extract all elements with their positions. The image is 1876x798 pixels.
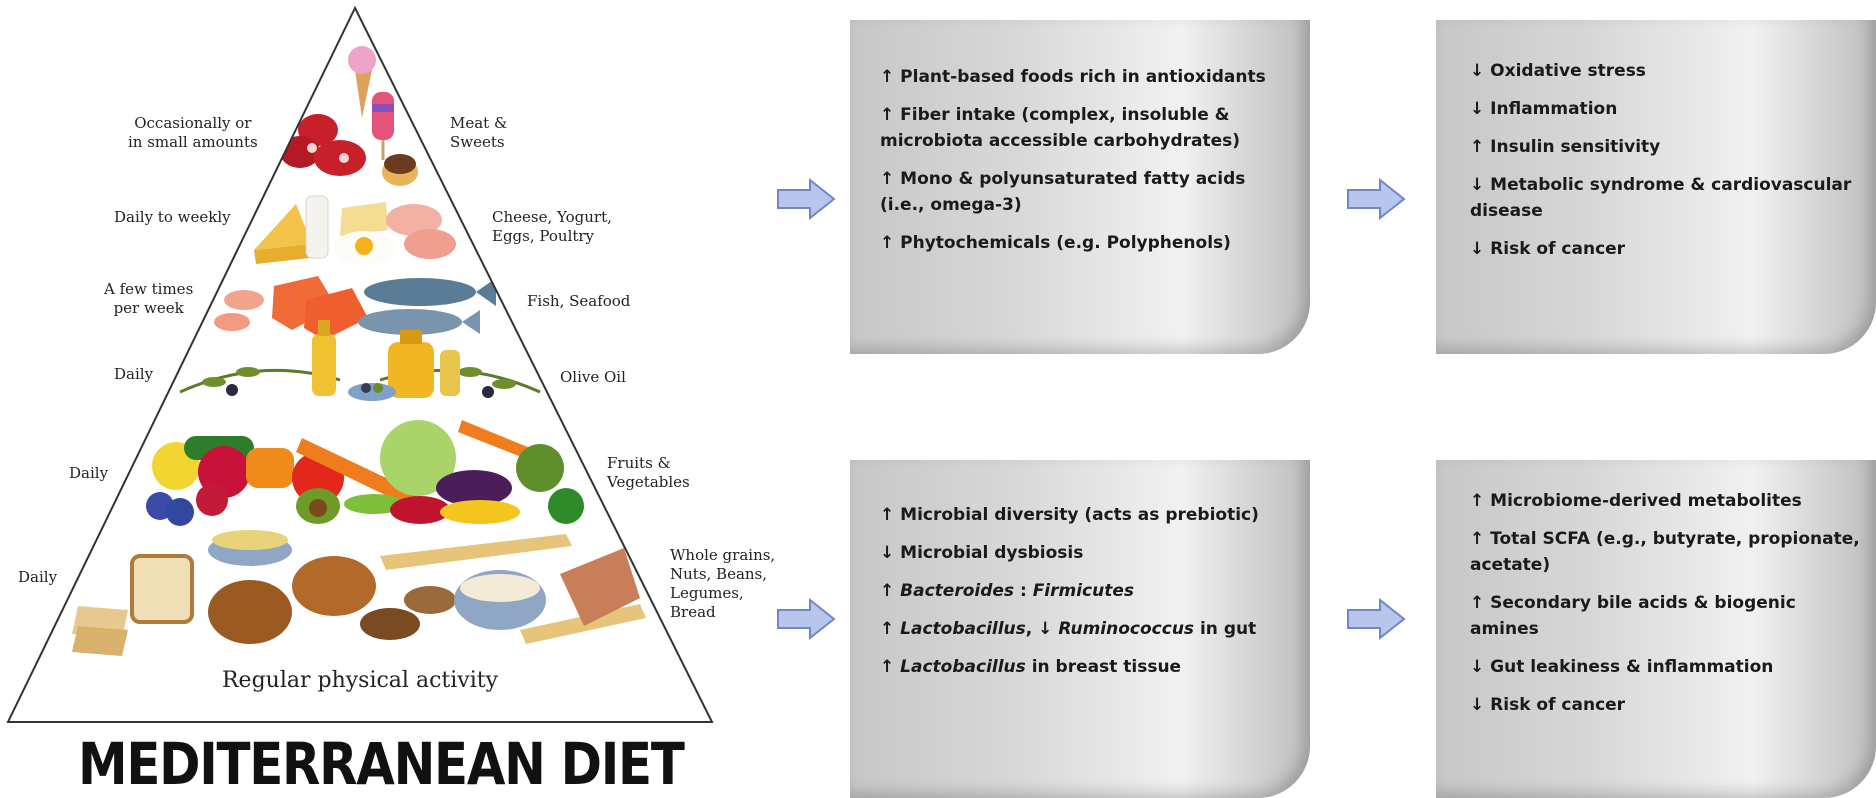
- tier-1-food-label: Meat &Sweets: [450, 114, 508, 151]
- metabolite-outcomes-box: ↑ Microbiome-derived metabolites ↑ Total …: [1436, 460, 1876, 798]
- health-outcomes-box: ↓ Oxidative stress ↓ Inflammation ↑ Insuli…: [1436, 20, 1876, 354]
- microbiome-changes-box: ↑ Microbial diversity (acts as prebiotic…: [850, 460, 1310, 798]
- tier-2-food-label: Cheese, Yogurt,Eggs, Poultry: [492, 208, 612, 245]
- arrow-right-icon: [1347, 178, 1406, 220]
- olive-oil-icon: [179, 320, 541, 401]
- list-item: ↑ Lactobacillus in breast tissue: [880, 657, 1182, 677]
- dietary-components-list: ↑ Plant-based foods rich in antioxidants…: [850, 20, 1290, 256]
- list-item: ↑ Total SCFA (e.g., butyrate, propionate…: [1470, 529, 1860, 575]
- list-item: ↑ Plant-based foods rich in antioxidants: [880, 67, 1266, 87]
- microbiome-changes-list: ↑ Microbial diversity (acts as prebiotic…: [850, 460, 1300, 680]
- tier-2-frequency-label: Daily to weekly: [114, 208, 231, 226]
- list-item: ↓ Risk of cancer: [1470, 695, 1626, 715]
- list-item: ↓ Risk of cancer: [1470, 239, 1626, 259]
- list-item: ↑ Secondary bile acids & biogenic amines: [1470, 593, 1796, 639]
- list-item: ↑ Microbial diversity (acts as prebiotic…: [880, 505, 1259, 525]
- list-item: ↑ Microbiome-derived metabolites: [1470, 491, 1802, 511]
- list-item: ↑ Mono & polyunsaturated fatty acids (i.…: [880, 169, 1246, 215]
- arrow-right-icon: [777, 598, 836, 640]
- pyramid-outline: [6, 5, 714, 723]
- dairy-eggs-poultry-icon: [254, 195, 456, 265]
- list-item: ↑ Bacteroides : Firmicutes: [880, 581, 1135, 601]
- tier-3-food-label: Fish, Seafood: [527, 292, 631, 310]
- dietary-components-box: ↑ Plant-based foods rich in antioxidants…: [850, 20, 1310, 354]
- list-item: ↓ Gut leakiness & inflammation: [1470, 657, 1774, 677]
- fish-seafood-icon: [214, 276, 496, 340]
- tier-4-frequency-label: Daily: [114, 365, 154, 383]
- list-item: ↓ Metabolic syndrome & cardiovascular di…: [1470, 175, 1852, 221]
- list-item: ↑ Insulin sensitivity: [1470, 137, 1661, 157]
- list-item: ↑ Lactobacillus, ↓ Ruminococcus in gut: [880, 619, 1257, 639]
- list-item: ↑ Fiber intake (complex, insoluble & mic…: [880, 105, 1241, 151]
- food-pyramid-illustration: [6, 5, 714, 723]
- meat-and-sweets-icon: [280, 46, 418, 186]
- list-item: ↑ Phytochemicals (e.g. Polyphenols): [880, 233, 1231, 253]
- tier-5-food-label: Fruits &Vegetables: [607, 454, 690, 491]
- whole-grains-bread-icon: [72, 530, 646, 656]
- arrow-right-icon: [777, 178, 836, 220]
- arrow-right-icon: [1347, 598, 1406, 640]
- fruits-vegetables-icon: [146, 420, 584, 526]
- health-outcomes-list: ↓ Oxidative stress ↓ Inflammation ↑ Insuli…: [1436, 20, 1860, 262]
- tier-6-food-label: Whole grains,Nuts, Beans,Legumes,Bread: [670, 546, 776, 621]
- tier-5-frequency-label: Daily: [69, 464, 109, 482]
- list-item: ↓ Inflammation: [1470, 99, 1618, 119]
- tier-4-food-label: Olive Oil: [560, 368, 626, 386]
- physical-activity-label: Regular physical activity: [221, 668, 499, 693]
- list-item: ↓ Microbial dysbiosis: [880, 543, 1084, 563]
- tier-6-frequency-label: Daily: [18, 568, 58, 586]
- list-item: ↓ Oxidative stress: [1470, 61, 1646, 81]
- diagram-title: MEDITERRANEAN DIET: [78, 730, 685, 798]
- metabolite-outcomes-list: ↑ Microbiome-derived metabolites ↑ Total …: [1436, 460, 1860, 718]
